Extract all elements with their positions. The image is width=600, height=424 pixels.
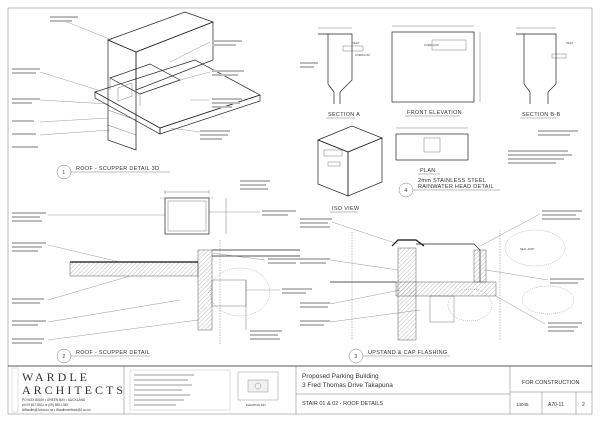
issue-status: FOR CONSTRUCTION (522, 380, 579, 386)
elevation-key: ELEVATION KEY (237, 371, 279, 407)
detail-roof-scupper: 2 ROOF - SCUPPER DETAIL (12, 180, 312, 364)
practice-phone: ph 09 817 8011 fx (09) 555 1349 (22, 403, 68, 407)
detail-3-title: UPSTAND & CAP FLASHING (368, 350, 447, 356)
upstand-notes (300, 210, 584, 332)
logo-wardle: WARDLE (22, 370, 90, 384)
detail-4-title-line1: 2mm STAINLESS STEEL (418, 178, 486, 184)
practice-address: PO BOX 80169 • GREEN BAY • AUCKLAND (22, 398, 86, 402)
detail-1-title: ROOF - SCUPPER DETAIL 3D (76, 166, 159, 172)
detail-upstand-cap: SEAL JOINT 3 UPSTAND & CAP FLASHING (300, 210, 584, 364)
project-name: Proposed Parking Building (302, 373, 379, 380)
scupper-3d-notes (12, 16, 244, 148)
practice-email: AWardle@2ziva.co.nz • Wardlevertised@2.c… (22, 408, 91, 412)
job-number: 14045 (516, 402, 529, 407)
detail-4-number: 4 (404, 188, 407, 194)
plan-title: PLAN (420, 168, 436, 174)
sheet-border (7, 7, 593, 415)
detail-roof-scupper-3d: 1 ROOF - SCUPPER DETAIL 3D (12, 11, 261, 180)
detail-2-number: 2 (62, 354, 65, 360)
upstand-seal-joint: SEAL JOINT (520, 247, 535, 251)
front-elevation-title: FRONT ELEVATION (407, 110, 462, 116)
rainwater-head-views: INLET OVERFLOW SECTION A OVERFLOW FRONT … (300, 25, 578, 213)
project-address: 3 Fred Thomas Drive Takapuna (302, 382, 393, 389)
front-overflow: OVERFLOW (424, 43, 439, 47)
detail-1-number: 1 (62, 170, 65, 176)
detail-2-title: ROOF - SCUPPER DETAIL (76, 350, 150, 356)
revision-table (129, 369, 231, 411)
section-a-title: SECTION A (328, 112, 360, 118)
title-block: WARDLE ARCHITECTS PO BOX 80169 • GREEN B… (8, 365, 592, 414)
detail-4-title-line2: RAINWATER HEAD DETAIL (418, 184, 494, 190)
section-a-inlet: INLET (352, 41, 360, 45)
logo-architects: ARCHITECTS (22, 383, 126, 397)
section-bb-inlet: INLET (566, 41, 574, 45)
detail-3-number: 3 (354, 354, 357, 360)
section-a-overflow: OVERFLOW (355, 53, 370, 57)
sheet-title: STAIR 01 & 02 - ROOF DETAILS (302, 401, 383, 407)
section-bb-title: SECTION B-B (522, 112, 560, 118)
revision-number: 2 (582, 402, 585, 408)
rainwater-head-notes (300, 62, 578, 164)
scupper-notes (12, 180, 312, 344)
iso-view-title: ISO VIEW (332, 206, 360, 212)
elevation-key-label: ELEVATION KEY (246, 403, 266, 407)
drawing-number: A70-11 (548, 402, 564, 408)
